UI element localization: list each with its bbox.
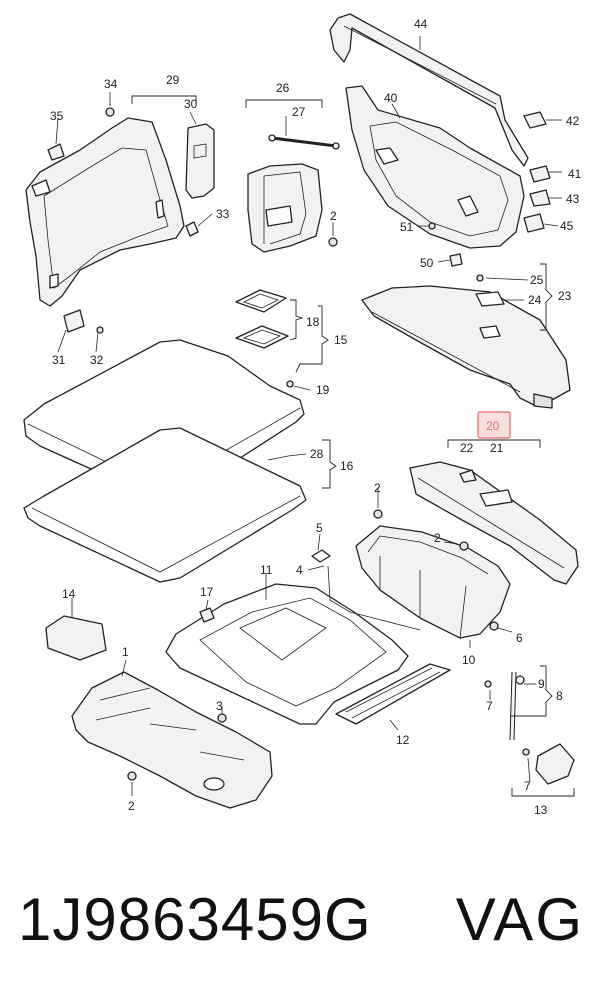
- part-16-floor-panel: [23, 427, 307, 583]
- callout-40: 40: [384, 91, 398, 105]
- callout-3: 3: [216, 699, 223, 713]
- callout-20: 20: [486, 419, 500, 433]
- part-12-net-tray: [335, 663, 451, 725]
- part-8-gas-strut: [509, 671, 525, 741]
- part-20-trim-strip: [409, 461, 579, 585]
- part-27-rod: [268, 134, 340, 150]
- highlight-box-20: [477, 411, 511, 439]
- callout-8: 8: [556, 689, 563, 703]
- callout-28: 28: [310, 447, 324, 461]
- callout-2-upper: 2: [330, 209, 337, 223]
- callout-41: 41: [568, 167, 582, 181]
- callout-16: 16: [340, 459, 354, 473]
- callout-18: 18: [306, 315, 320, 329]
- callout-9: 9: [538, 677, 545, 691]
- leader-lines: [55, 36, 562, 796]
- callout-7-lower: 7: [524, 779, 531, 793]
- part-23-luggage-cover: [361, 285, 571, 409]
- fasteners: [47, 107, 551, 781]
- callout-31: 31: [52, 353, 66, 367]
- part-number: 1J9863459G: [18, 886, 372, 953]
- callout-22: 22: [460, 441, 474, 455]
- callout-26: 26: [276, 81, 290, 95]
- part-44-tailgate-frame: [329, 13, 529, 167]
- callout-2-lower: 2: [128, 799, 135, 813]
- callout-30: 30: [184, 97, 198, 111]
- callout-27: 27: [292, 105, 306, 119]
- callout-10: 10: [462, 653, 476, 667]
- footer: 1J9863459G VAG: [0, 880, 600, 960]
- callout-45: 45: [560, 219, 574, 233]
- callout-42: 42: [566, 114, 580, 128]
- callout-21: 21: [490, 441, 504, 455]
- callout-44: 44: [414, 17, 428, 31]
- part-1-floor-pan: [71, 671, 273, 809]
- part-11-frame: [165, 583, 409, 725]
- callout-12: 12: [396, 733, 410, 747]
- part-14-plate: [45, 615, 107, 661]
- part-18-mats: [235, 289, 289, 349]
- callout-2-right: 2: [434, 531, 441, 545]
- callout-29: 29: [166, 73, 180, 87]
- callout-7-upper: 7: [486, 699, 493, 713]
- callout-23: 23: [558, 289, 572, 303]
- callout-2-mid: 2: [374, 481, 381, 495]
- callout-51: 51: [400, 220, 414, 234]
- callout-34: 34: [104, 77, 118, 91]
- callout-11: 11: [260, 563, 273, 577]
- callout-15: 15: [334, 333, 348, 347]
- callout-32: 32: [90, 353, 104, 367]
- part-13-bracket: [535, 743, 575, 785]
- part-30-cover: [185, 123, 215, 199]
- callout-6: 6: [516, 631, 523, 645]
- callout-17: 17: [200, 585, 214, 599]
- brand-label: VAG: [455, 886, 584, 953]
- callout-labels: 44 40 42 41 43 45 51 50 25 24 23 34 29 3…: [50, 17, 582, 817]
- callout-1: 1: [122, 645, 129, 659]
- callout-19: 19: [316, 383, 330, 397]
- grouping-braces: [131, 95, 575, 797]
- callout-4: 4: [296, 563, 303, 577]
- callout-24: 24: [528, 293, 542, 307]
- callout-35: 35: [50, 109, 64, 123]
- part-10-storage-tray: [355, 525, 511, 639]
- callout-14: 14: [62, 587, 76, 601]
- part-29-side-trim: [25, 117, 185, 307]
- callout-5: 5: [316, 521, 323, 535]
- callout-33: 33: [216, 207, 230, 221]
- callout-13: 13: [534, 803, 548, 817]
- callout-50: 50: [420, 256, 434, 270]
- callout-43: 43: [566, 192, 580, 206]
- callout-25: 25: [530, 273, 544, 287]
- part-26-bracket: [247, 163, 323, 253]
